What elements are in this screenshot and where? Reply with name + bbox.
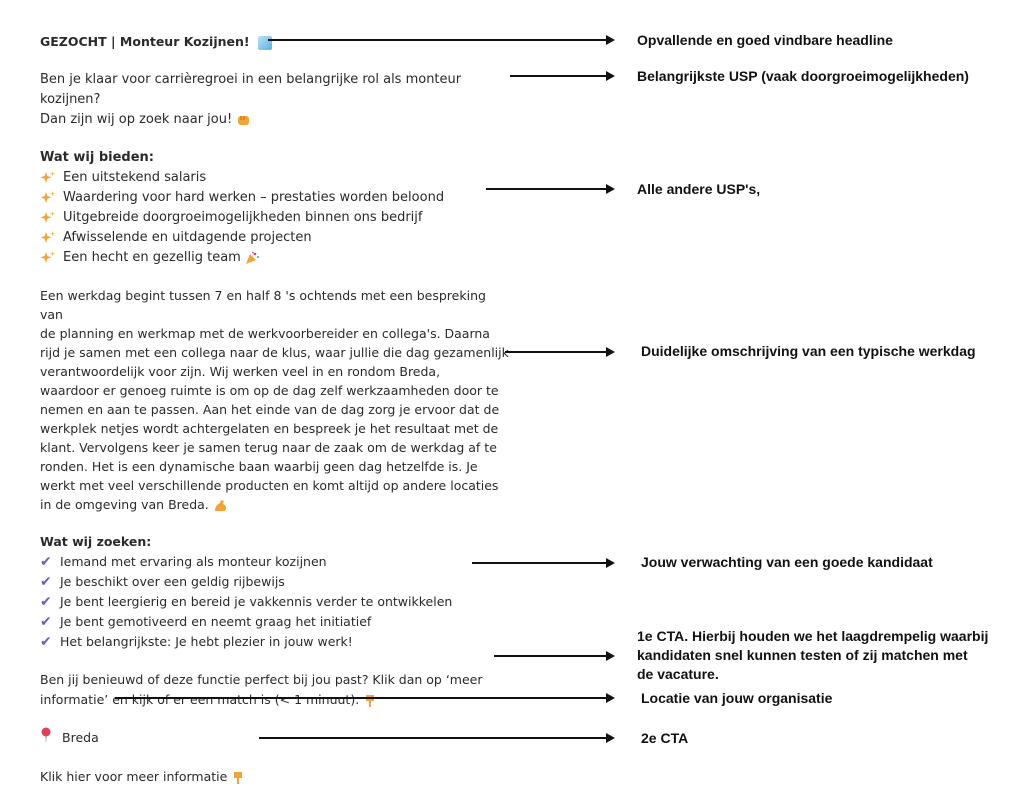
cta1-line: informatie’ en kijk of er een match is (… — [40, 690, 510, 710]
blue-square-icon — [257, 35, 272, 50]
annotation-cta1-line: de vacature. — [637, 666, 719, 682]
workday-line: ronden. Het is een dynamische baan waarb… — [40, 459, 478, 474]
sparkle-icon — [40, 210, 56, 226]
workday-line: werkt met veel verschillende producten e… — [40, 478, 499, 493]
seek-item: ✔Het belangrijkste: Je hebt plezier in j… — [40, 634, 353, 650]
workday-paragraph: Een werkdag begint tussen 7 en half 8 's… — [40, 286, 510, 514]
arrow-cta2 — [259, 733, 615, 743]
seek-title: Wat wij zoeken: — [40, 534, 152, 549]
headline-text: GEZOCHT | Monteur Kozijnen! — [40, 34, 250, 49]
location-line: Breda — [40, 727, 510, 749]
seek-item: ✔Iemand met ervaring als monteur kozijne… — [40, 554, 327, 570]
flexed-biceps-icon — [213, 499, 228, 513]
workday-line: klant. Vervolgens keer je samen terug na… — [40, 440, 497, 455]
workday-line: rijd je samen met een collega naar de kl… — [40, 345, 509, 360]
check-icon: ✔ — [40, 554, 52, 570]
workday-line: nemen en aan te passen. Aan het einde va… — [40, 402, 500, 417]
arrow-headline — [268, 35, 615, 45]
workday-line: verantwoordelijk voor zijn. Wij werken v… — [40, 364, 441, 379]
workday-line: in de omgeving van Breda. — [40, 495, 510, 514]
sparkle-icon — [40, 230, 56, 246]
pin-icon — [40, 727, 54, 749]
offer-item: Een hecht en gezellig team — [40, 248, 510, 268]
arrow-cta1 — [494, 651, 615, 661]
location-text: Breda — [62, 730, 99, 745]
vacancy-headline: GEZOCHT | Monteur Kozijnen! — [40, 32, 510, 52]
annotation-workday: Duidelijke omschrijving van een typische… — [641, 343, 976, 359]
offer-section: Wat wij bieden: Een uitstekend salaris W… — [40, 148, 510, 268]
annotation-cta1: 1e CTA. Hierbij houden we het laagdrempe… — [637, 627, 1022, 684]
vacancy-text: GEZOCHT | Monteur Kozijnen! Ben je klaar… — [40, 28, 510, 787]
annotation-cta1-line: kandidaten snel kunnen testen of zij mat… — [637, 647, 968, 663]
offer-item: Een uitstekend salaris — [40, 168, 510, 188]
workday-line: Een werkdag begint tussen 7 en half 8 's… — [40, 288, 486, 322]
arrow-candidate — [472, 558, 615, 568]
sparkle-icon — [40, 190, 56, 206]
cta1-line: Ben jij benieuwd of deze functie perfect… — [40, 672, 483, 687]
annotation-cta2: 2e CTA — [641, 730, 689, 746]
annotation-location: Locatie van jouw organisatie — [641, 690, 833, 706]
offer-title: Wat wij bieden: — [40, 150, 154, 165]
party-popper-icon — [245, 251, 260, 265]
intro-line: Dan zijn wij op zoek naar jou! — [40, 110, 510, 130]
cta2-line[interactable]: Klik hier voor meer informatie — [40, 767, 510, 787]
cta1-paragraph: Ben jij benieuwd of deze functie perfect… — [40, 670, 510, 710]
arrow-location — [115, 693, 615, 703]
seek-item: ✔Je beschikt over een geldig rijbewijs — [40, 574, 285, 590]
arrow-workday — [505, 347, 615, 357]
annotation-candidate: Jouw verwachting van een goede kandidaat — [641, 554, 933, 570]
fist-icon — [236, 113, 251, 127]
workday-line: de planning en werkmap met de werkvoorbe… — [40, 326, 490, 341]
check-icon: ✔ — [40, 594, 52, 610]
workday-line: werkplek netjes wordt achtergelaten en b… — [40, 421, 499, 436]
arrow-other-usps — [486, 184, 615, 194]
annotation-other-usps: Alle andere USP's, — [637, 181, 761, 197]
annotation-cta1-line: 1e CTA. Hierbij houden we het laagdrempe… — [637, 628, 989, 644]
sparkle-icon — [40, 170, 56, 186]
pointing-down-icon — [231, 771, 246, 785]
sparkle-icon — [40, 250, 56, 266]
pointing-down-icon — [363, 694, 378, 708]
offer-item: Afwisselende en uitdagende projecten — [40, 228, 510, 248]
seek-item: ✔Je bent leergierig en bereid je vakkenn… — [40, 594, 453, 610]
check-icon: ✔ — [40, 574, 52, 590]
annotation-usp: Belangrijkste USP (vaak doorgroeimogelij… — [637, 68, 969, 84]
annotation-headline: Opvallende en goed vindbare headline — [637, 32, 893, 48]
workday-line: waardoor er genoeg ruimte is om op de da… — [40, 383, 499, 398]
arrow-usp — [510, 71, 615, 81]
intro-paragraph: Ben je klaar voor carrièregroei in een b… — [40, 70, 510, 130]
seek-item: ✔Je bent gemotiveerd en neemt graag het … — [40, 614, 372, 630]
offer-item: Uitgebreide doorgroeimogelijkheden binne… — [40, 208, 510, 228]
seek-section: Wat wij zoeken: ✔Iemand met ervaring als… — [40, 532, 510, 652]
check-icon: ✔ — [40, 614, 52, 630]
offer-item: Waardering voor hard werken – prestaties… — [40, 188, 510, 208]
cta2-text[interactable]: Klik hier voor meer informatie — [40, 769, 228, 784]
check-icon: ✔ — [40, 634, 52, 650]
intro-line: Ben je klaar voor carrièregroei in een b… — [40, 72, 462, 107]
